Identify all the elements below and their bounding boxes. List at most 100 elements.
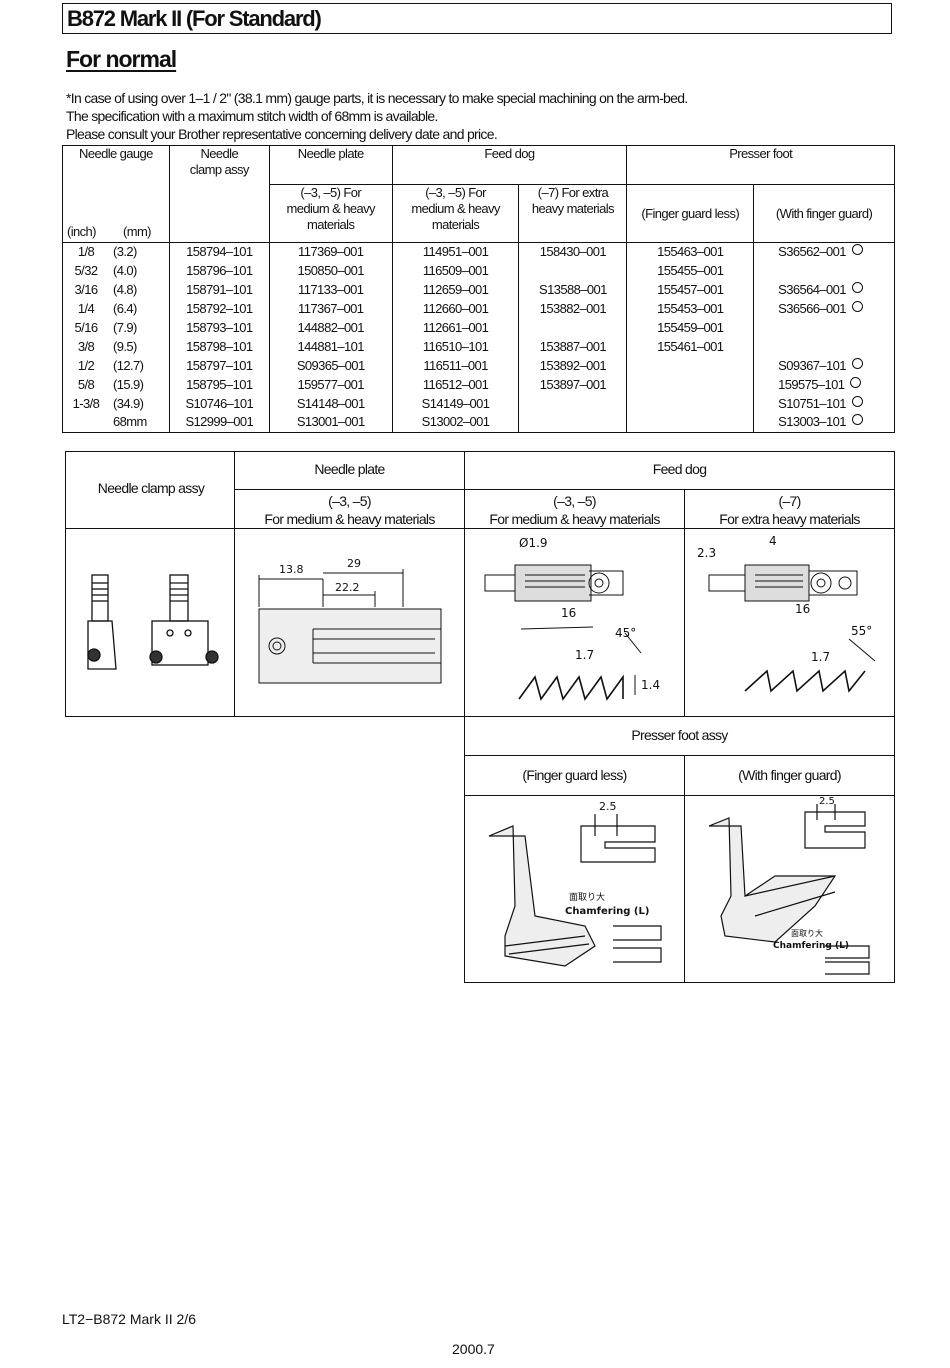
presser-foot-less-cell xyxy=(626,413,755,433)
presser-foot-with-cell: S36564–001 xyxy=(753,280,895,300)
circle-mark-icon xyxy=(850,376,862,388)
fd2-sub-b: For extra heavy materials xyxy=(719,511,860,527)
gauge-cell: 3/16(4.8) xyxy=(62,280,170,300)
feed-dog-extra-cell: 158430–001 xyxy=(518,241,628,262)
gauge-cell: 3/8(9.5) xyxy=(62,337,170,357)
needle-plate-cell: S09365–001 xyxy=(268,356,393,376)
presser-foot-less-cell: 155453–001 xyxy=(626,299,755,319)
fd1-dim-pitch: 1.7 xyxy=(575,648,594,662)
needle-plate-cell: 159577–001 xyxy=(268,375,393,395)
header-row-1: Needle gauge (inch) (mm) Needle clamp as… xyxy=(62,144,895,243)
fd1-dim-angle: 45° xyxy=(615,626,636,640)
gauge-cell: 1/8(3.2) xyxy=(62,241,170,262)
needle-clamp-cell: 158793–101 xyxy=(168,318,270,338)
header-needle-gauge: Needle gauge (inch) (mm) xyxy=(62,145,170,243)
note-line-1: *In case of using over 1–1 / 2" (38.1 mm… xyxy=(66,90,688,106)
needle-plate-cell: 117133–001 xyxy=(268,280,393,300)
gauge-inch: 5/8 xyxy=(77,376,95,392)
feed-dog-cell: 114951–001 xyxy=(391,241,520,262)
fd1-dim-dia: Ø1.9 xyxy=(519,536,548,550)
presser-foot-with-cell: S36562–001 xyxy=(753,241,895,262)
presser-foot-less-cell: 155461–001 xyxy=(626,337,755,357)
needle-clamp-cell: S10746–101 xyxy=(168,394,270,414)
document-date: 2000.7 xyxy=(452,1341,495,1357)
needle-plate-label: Needle plate xyxy=(314,461,385,477)
needle-clamp-cell: 158791–101 xyxy=(168,280,270,300)
fd2-sub-a: (–7) xyxy=(778,493,801,509)
gauge-inch: 1/4 xyxy=(77,301,95,317)
presser-foot-with-cell: 159575–101 xyxy=(753,375,895,395)
presser-foot-with-code: S36562–001 xyxy=(778,244,846,260)
circle-mark-icon xyxy=(851,414,863,426)
fd1-dim-height: 1.4 xyxy=(641,678,660,692)
presser-foot-with-code: S13003–101 xyxy=(778,414,846,430)
needle-plate-drawing: 13.8 29 22.2 xyxy=(258,557,442,684)
section-heading: For normal xyxy=(66,46,177,72)
presser-foot-with-code: 159575–101 xyxy=(778,376,845,392)
circle-mark-icon xyxy=(851,282,863,294)
note-line-2: The specification with a maximum stitch … xyxy=(66,108,438,124)
presser-foot-less-cell: 155457–001 xyxy=(626,280,755,300)
circle-mark-icon xyxy=(851,244,863,256)
fd2-dim-a: 2.3 xyxy=(697,546,716,560)
fd1-dim-len: 16 xyxy=(561,606,576,620)
needle-clamp-drawing xyxy=(87,574,219,670)
feed-dog-extra-cell xyxy=(518,318,628,338)
presser-foot-with-code: S09367–101 xyxy=(778,357,846,373)
circle-mark-icon xyxy=(851,395,863,407)
pf-with-chamfer-note: Chamfering (L) xyxy=(773,941,849,951)
presser-foot-less-cell: 155455–001 xyxy=(626,261,755,281)
gauge-mm: (4.8) xyxy=(113,282,137,298)
gauge-inch: 5/16 xyxy=(74,320,99,335)
gauge-inch: 3/8 xyxy=(77,338,95,354)
needle-clamp-cell: 158798–101 xyxy=(168,337,270,357)
feed-dog-subhead-2: (–7) For extra heavy materials xyxy=(518,184,628,243)
feed-dog-cell: 116510–101 xyxy=(391,337,520,357)
feed-dog-extra-cell xyxy=(518,413,628,433)
presser-foot-with-code: S36566–001 xyxy=(778,301,846,317)
needle-plate-cell: S14148–001 xyxy=(268,394,393,414)
needle-clamp-assy-label: Needle clamp assy xyxy=(97,480,205,496)
np-dim-a: 13.8 xyxy=(279,563,304,576)
presser-foot-subhead-1: (Finger guard less) xyxy=(626,184,755,243)
needle-plate-subhead: (–3, –5) For medium & heavy materials xyxy=(268,184,393,243)
presser-foot-with-cell xyxy=(753,318,895,338)
presser-foot-with-code: S36564–001 xyxy=(778,282,846,298)
feed-dog-extra-cell: 153882–001 xyxy=(518,299,628,319)
fd2-dim-angle: 55° xyxy=(851,624,872,638)
gauge-mm: 68mm xyxy=(113,414,147,430)
feed-dog-extra-cell xyxy=(518,261,628,281)
feed-dog-subhead-1: (–3, –5) For medium & heavy materials xyxy=(391,184,520,243)
np-sub-a: (–3, –5) xyxy=(328,493,371,509)
needle-clamp-cell: 158797–101 xyxy=(168,356,270,376)
feed-dog-cell: S13002–001 xyxy=(391,413,520,433)
feed-dog-1-drawing: Ø1.9 16 45° 1.7 1.4 xyxy=(484,536,660,701)
needle-plate-cell: 144881–101 xyxy=(268,337,393,357)
pf-less-jp-note: 面取り大 xyxy=(569,891,605,903)
header-needle-clamp: Needle clamp assy xyxy=(168,145,270,243)
gauge-cell: 5/32(4.0) xyxy=(62,261,170,281)
presser-foot-less-cell: 155463–001 xyxy=(626,241,755,262)
gauge-mm: (15.9) xyxy=(113,376,144,392)
parts-table: Needle gauge (inch) (mm) Needle clamp as… xyxy=(62,144,895,433)
mm-unit-label: (mm) xyxy=(123,224,152,239)
gauge-cell: 68mm xyxy=(62,413,170,433)
presser-foot-less-cell: 155459–001 xyxy=(626,318,755,338)
presser-foot-with-code: S10751–101 xyxy=(778,395,846,411)
header-row-2: (–3, –5) For medium & heavy materials (–… xyxy=(63,184,895,243)
feed-dog-cell: 116509–001 xyxy=(391,261,520,281)
page-title: B872 Mark II (For Standard) xyxy=(67,6,322,31)
gauge-cell: 1/4(6.4) xyxy=(62,299,170,319)
feed-dog-2-drawing: 2.3 4 16 55° 1.7 xyxy=(697,534,876,693)
pf-less-dim-width: 2.5 xyxy=(599,800,617,813)
np-dim-b: 29 xyxy=(347,557,361,570)
needle-clamp-cell: 158796–101 xyxy=(168,261,270,281)
header-needle-plate: Needle plate xyxy=(268,144,393,185)
feed-dog-cell: 112660–001 xyxy=(391,299,520,319)
header-presser-foot: Presser foot xyxy=(626,144,895,185)
gauge-mm: (12.7) xyxy=(113,357,144,373)
